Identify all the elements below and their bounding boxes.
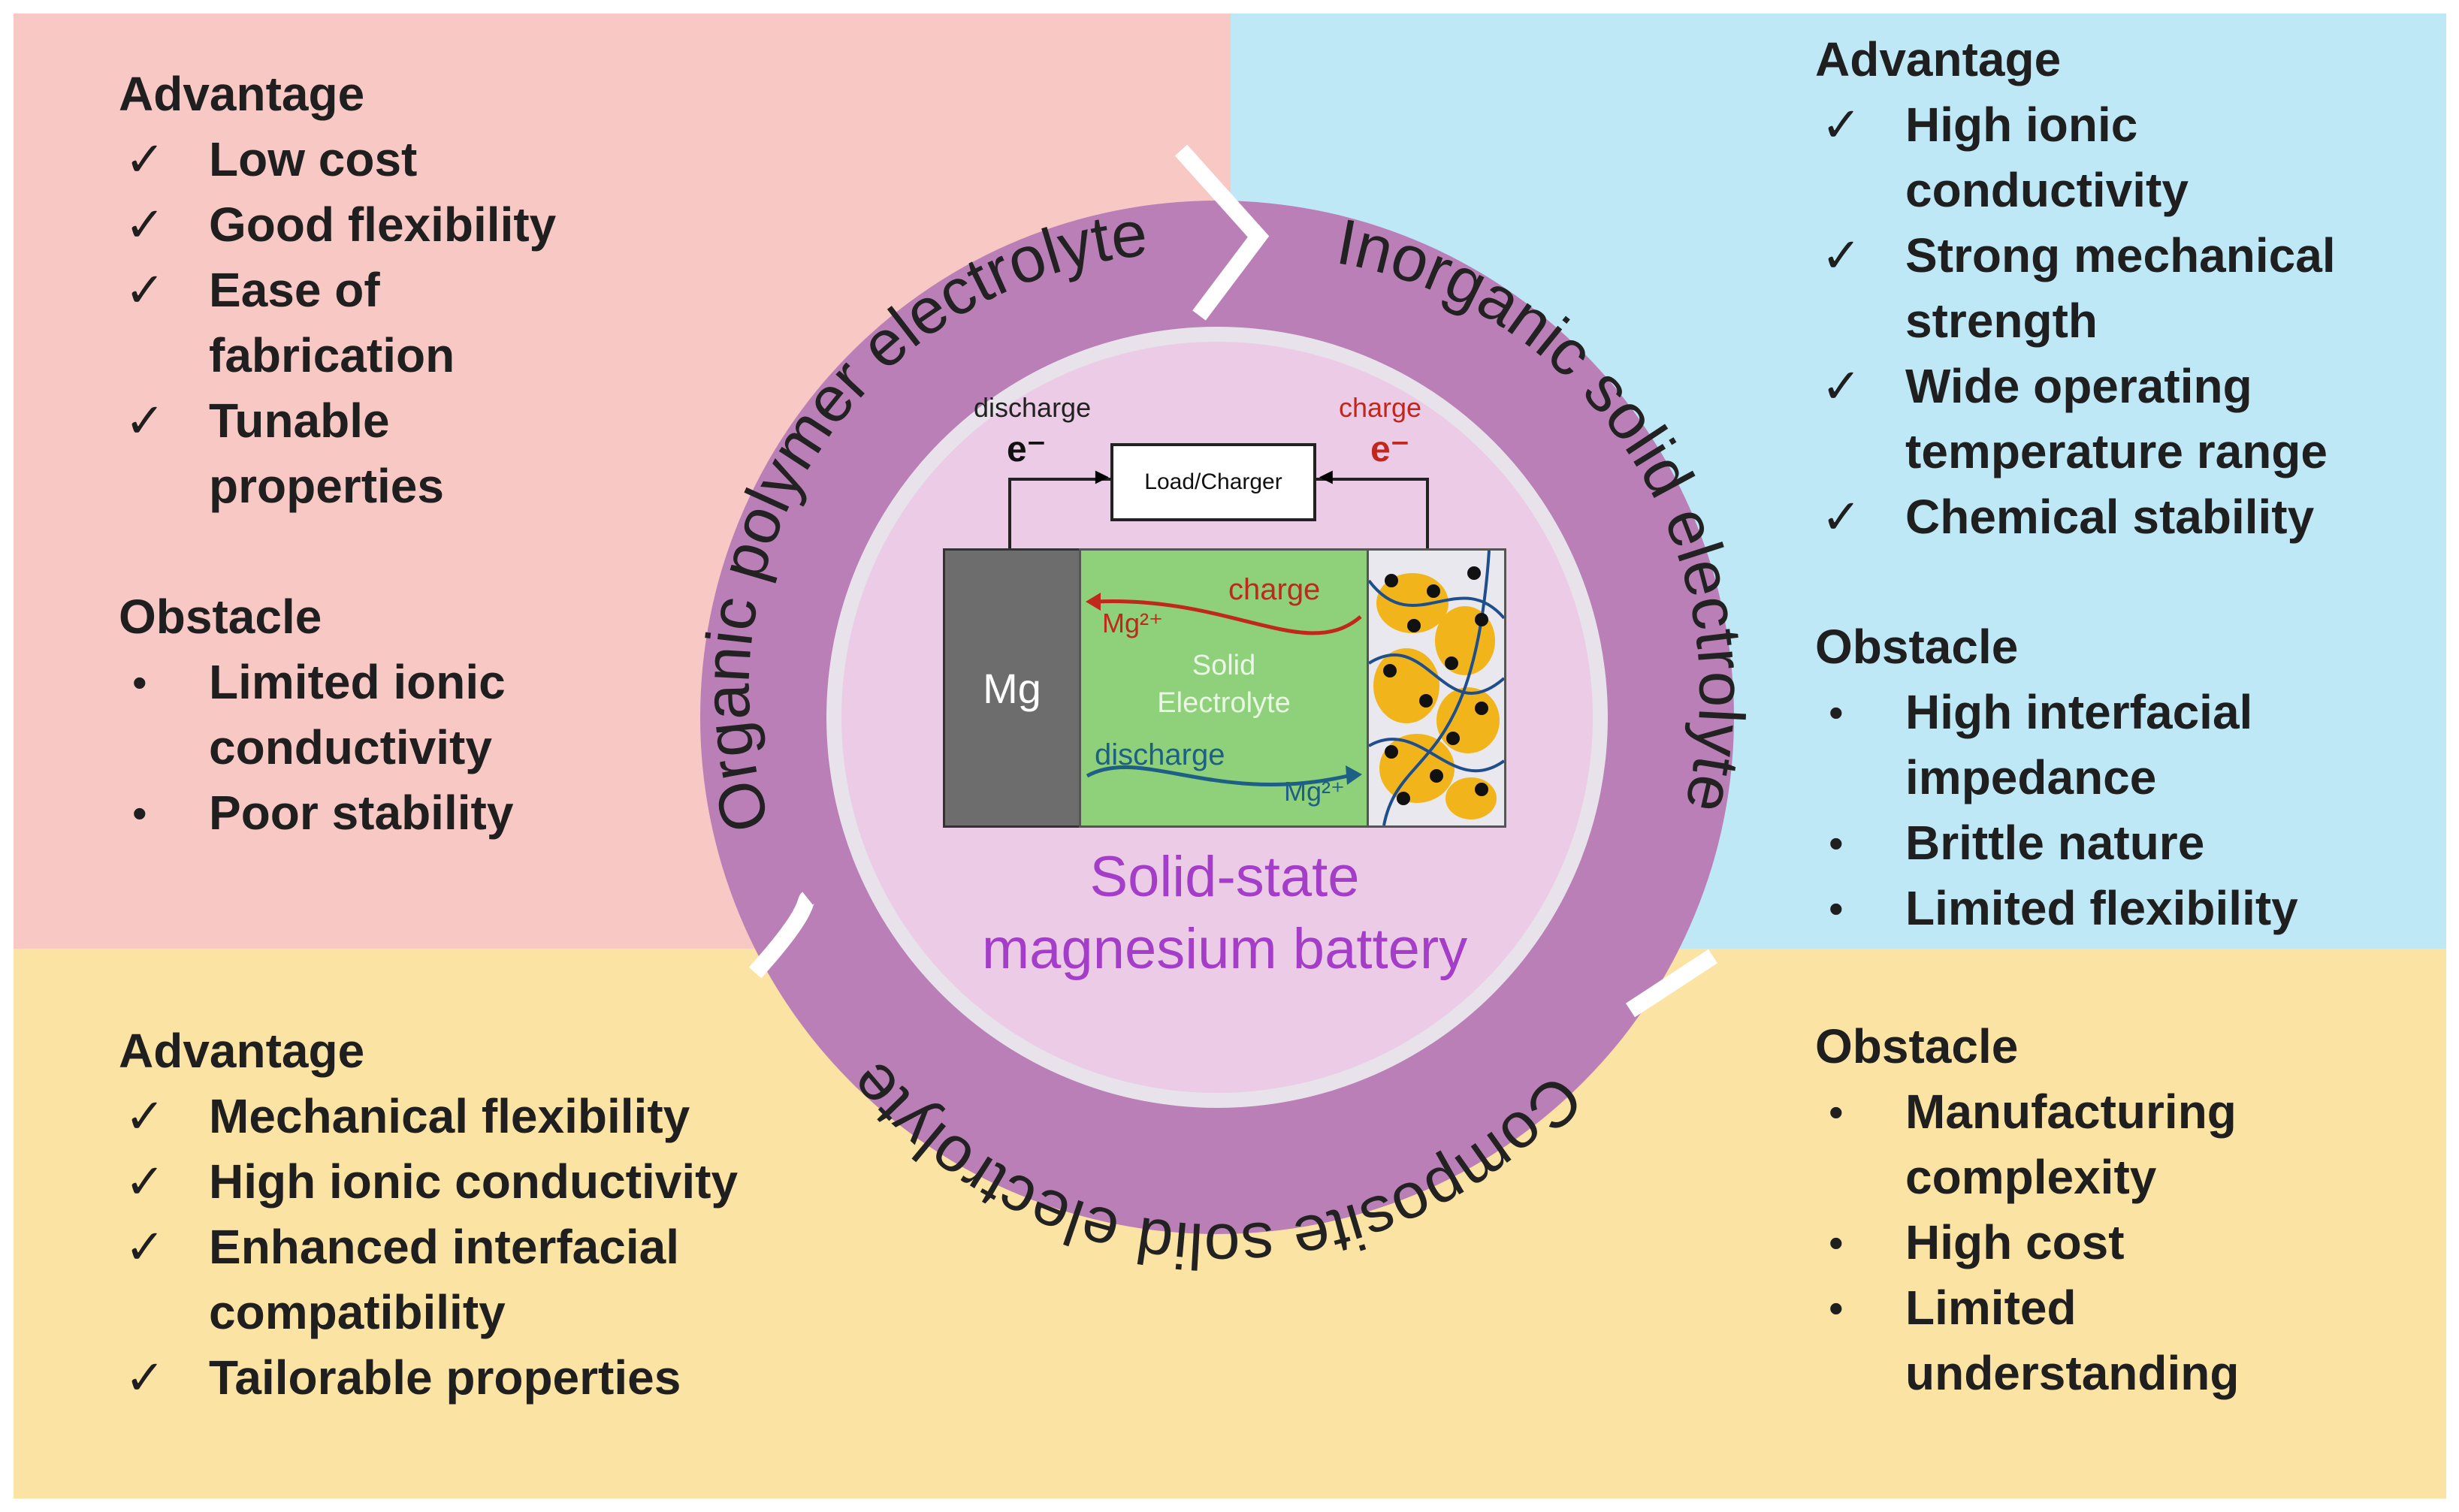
advantage-list: ✓High ionic conductivity ✓Strong mechani…	[1815, 92, 2431, 550]
electrolyte-label: Solid Electrolyte	[1157, 650, 1291, 719]
bullet-icon: •	[1829, 1284, 1844, 1332]
organic-obstacle-block: Obstacle •Limited ionic conductivity •Po…	[119, 584, 569, 846]
arrow-right-icon	[1346, 765, 1362, 785]
list-item: ✓Good flexibility	[119, 192, 556, 258]
cathode-composite	[1367, 548, 1506, 828]
advantage-heading: Advantage	[119, 67, 365, 121]
check-mark-icon: ✓	[125, 394, 165, 448]
flow-charge-label: charge	[1228, 573, 1321, 606]
obstacle-heading: Obstacle	[1815, 1019, 2019, 1073]
list-item: •High interfacial impedance	[1815, 680, 2326, 810]
binder-strand	[1369, 653, 1504, 696]
list-item: •Manufacturing complexity	[1815, 1079, 2326, 1210]
list-item: ✓Tailorable properties	[119, 1345, 780, 1411]
ion-flow-arrows	[1086, 593, 1362, 787]
load-charger-box: Load/Charger	[1110, 443, 1316, 521]
ring-divider	[1174, 144, 1270, 321]
charge-flow-arrow	[1095, 599, 1362, 635]
obstacle-heading: Obstacle	[119, 590, 322, 644]
list-item: ✓Enhanced interfacial compatibility	[119, 1215, 780, 1345]
list-item: •Poor stability	[119, 780, 569, 846]
organic-advantage-block: Advantage ✓Low cost ✓Good flexibility ✓E…	[119, 62, 556, 519]
list-item: ✓Strong mechanical strength	[1815, 223, 2431, 354]
obstacle-list: •High interfacial impedance •Brittle nat…	[1815, 680, 2326, 941]
arrow-left-icon	[1086, 593, 1101, 611]
bullet-icon: •	[1829, 689, 1844, 736]
bullet-icon: •	[1829, 819, 1844, 867]
check-mark-icon: ✓	[1821, 359, 1862, 413]
check-mark-icon: ✓	[125, 1154, 165, 1209]
advantage-list: ✓Low cost ✓Good flexibility ✓Ease of fab…	[119, 127, 556, 519]
particle	[1436, 687, 1500, 753]
list-item: ✓Low cost	[119, 127, 556, 192]
list-item: •Limited ionic conductivity	[119, 650, 569, 780]
list-item: ✓Ease of fabrication	[119, 258, 556, 388]
cathode-particles	[1369, 551, 1504, 825]
center-caption: Solid-state magnesium battery	[924, 841, 1525, 985]
list-item: ✓Mechanical flexibility	[119, 1084, 780, 1149]
caption-line: Solid-state	[1089, 845, 1360, 909]
obstacle-heading: Obstacle	[1815, 620, 2019, 674]
bullet-icon: •	[132, 659, 147, 706]
check-mark-icon: ✓	[1821, 228, 1862, 282]
ring-divider	[1625, 949, 1718, 1018]
list-item: ✓Wide operating temperature range	[1815, 354, 2431, 484]
check-mark-icon: ✓	[125, 132, 165, 186]
obstacle-list: •Manufacturing complexity •High cost •Li…	[1815, 1079, 2326, 1406]
mg-anode: Mg	[943, 548, 1081, 828]
advantage-list: ✓Mechanical flexibility ✓High ionic cond…	[119, 1084, 780, 1411]
list-item: •High cost	[1815, 1210, 2326, 1275]
inorganic-advantage-block: Advantage ✓High ionic conductivity ✓Stro…	[1815, 27, 2431, 550]
inorganic-obstacle-block: Obstacle •High interfacial impedance •Br…	[1815, 614, 2326, 941]
ring-divider	[748, 892, 815, 979]
list-item: •Limited understanding	[1815, 1275, 2326, 1406]
ion-label-charge: Mg²⁺	[1102, 608, 1163, 638]
discharge-label: discharge	[974, 392, 1092, 423]
particle	[1373, 648, 1439, 723]
binder-strand	[1369, 579, 1504, 620]
obstacle-list: •Limited ionic conductivity •Poor stabil…	[119, 650, 569, 846]
bullet-icon: •	[1829, 1088, 1844, 1136]
electron-symbol: e⁻	[1370, 430, 1410, 469]
circuit-wire	[1008, 478, 1113, 553]
advantage-heading: Advantage	[1815, 32, 2062, 86]
particle-dots	[1383, 566, 1488, 805]
bullet-icon: •	[1829, 885, 1844, 932]
list-item: •Limited flexibility	[1815, 876, 2326, 941]
check-mark-icon: ✓	[125, 1351, 165, 1405]
advantage-heading: Advantage	[119, 1024, 365, 1078]
list-item: ✓Tunable properties	[119, 388, 556, 519]
check-mark-icon: ✓	[125, 1220, 165, 1274]
list-item: ✓Chemical stability	[1815, 484, 2431, 550]
caption-line: magnesium battery	[981, 917, 1468, 981]
check-mark-icon: ✓	[125, 263, 165, 317]
list-item: ✓High ionic conductivity	[119, 1149, 780, 1215]
check-mark-icon: ✓	[125, 198, 165, 252]
charge-label: charge	[1339, 392, 1422, 423]
arrow-left-icon: ◄	[1315, 464, 1337, 489]
check-mark-icon: ✓	[1821, 490, 1862, 544]
binder-strand	[1369, 738, 1504, 773]
list-item: ✓High ionic conductivity	[1815, 92, 2431, 223]
circuit-wire	[1313, 478, 1429, 553]
check-mark-icon: ✓	[1821, 98, 1862, 152]
battery-schematic: discharge charge e⁻ e⁻ ► ◄ Load/Charger …	[924, 376, 1525, 834]
check-mark-icon: ✓	[125, 1089, 165, 1143]
particle	[1445, 777, 1497, 819]
bullet-icon: •	[1829, 1219, 1844, 1266]
discharge-flow-arrow	[1086, 765, 1349, 787]
binder-strand	[1382, 551, 1491, 825]
composite-advantage-block: Advantage ✓Mechanical flexibility ✓High …	[119, 1019, 780, 1411]
list-item: •Brittle nature	[1815, 810, 2326, 876]
solid-electrolyte: Solid Electrolyte charge Mg²⁺ discharge …	[1079, 548, 1369, 828]
bullet-icon: •	[132, 789, 147, 837]
composite-obstacle-block: Obstacle •Manufacturing complexity •High…	[1815, 1014, 2326, 1406]
electron-symbol: e⁻	[1007, 430, 1047, 469]
arrow-right-icon: ►	[1091, 464, 1113, 489]
